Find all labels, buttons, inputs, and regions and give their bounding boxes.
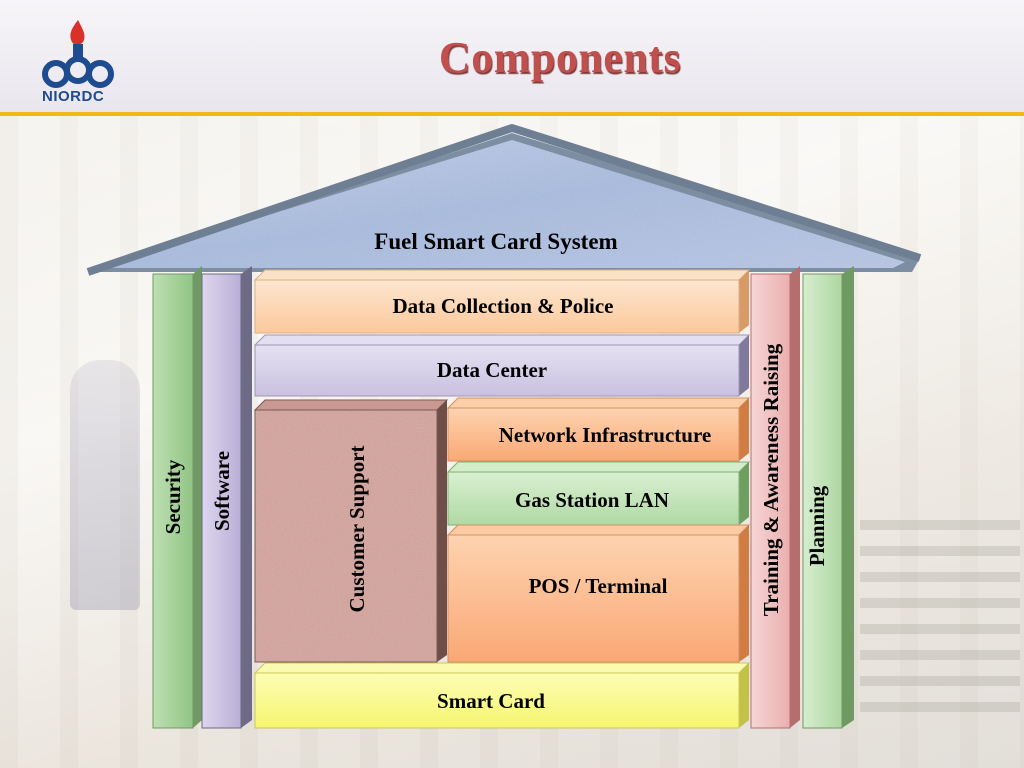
gas-station-lan-label: Gas Station LAN <box>515 488 669 512</box>
slide-header <box>0 0 1024 116</box>
pos-terminal-block: POS / Terminal <box>446 524 751 663</box>
network-infrastructure-block: Network Infrastructure <box>446 397 751 462</box>
background-worker-figure <box>70 360 140 610</box>
training-label: Training & Awareness Raising <box>759 343 783 616</box>
software-label: Software <box>210 451 234 531</box>
customer-support-label: Customer Support <box>345 445 369 612</box>
data-collection-label: Data Collection & Police <box>392 294 613 318</box>
customer-support-block: Customer Support <box>253 399 449 663</box>
data-center-label: Data Center <box>437 358 547 382</box>
niordc-logo-icon <box>42 20 114 88</box>
roof: Fuel Smart Card System <box>86 124 922 276</box>
logo-text: NIORDC <box>42 88 105 105</box>
smart-card-label: Smart Card <box>437 689 545 713</box>
pos-terminal-label: POS / Terminal <box>529 574 668 598</box>
network-infrastructure-label: Network Infrastructure <box>499 423 711 447</box>
planning-label: Planning <box>805 485 829 566</box>
security-pillar: Security <box>152 266 202 729</box>
data-center-block: Data Center <box>253 334 751 397</box>
roof-label: Fuel Smart Card System <box>374 229 617 254</box>
training-pillar: Training & Awareness Raising <box>750 266 800 729</box>
background-pipes <box>860 520 1020 720</box>
data-collection-block: Data Collection & Police <box>253 269 751 334</box>
gas-station-lan-block: Gas Station LAN <box>446 461 751 526</box>
slide-title: Components <box>438 33 682 82</box>
planning-pillar: Planning <box>802 266 854 729</box>
software-pillar: Software <box>201 266 252 729</box>
smart-card-block: Smart Card <box>253 662 751 729</box>
security-label: Security <box>161 459 185 534</box>
